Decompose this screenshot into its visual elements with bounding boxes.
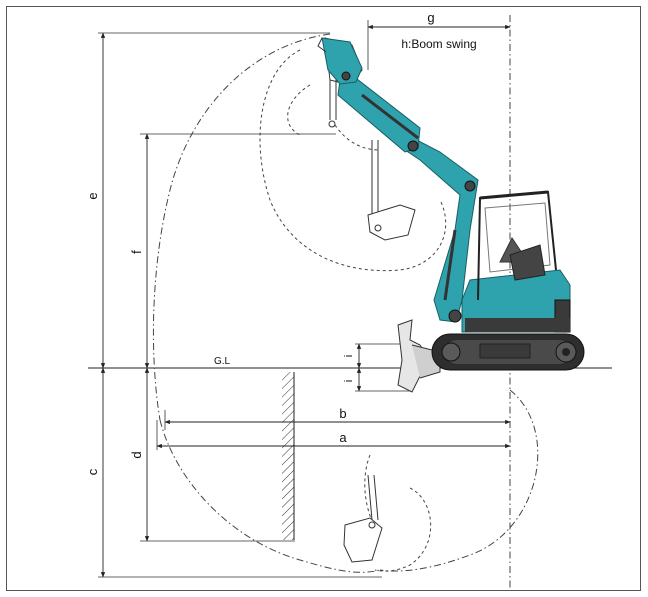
label-e: e bbox=[85, 192, 100, 199]
crawler-track bbox=[431, 333, 585, 371]
dimension-d: d bbox=[129, 367, 150, 542]
trench-wall bbox=[282, 372, 295, 540]
frame-border bbox=[6, 6, 641, 591]
dozer-blade bbox=[397, 319, 441, 393]
ghost-arm-deep bbox=[343, 474, 383, 563]
operator-canopy bbox=[477, 190, 557, 301]
label-d: d bbox=[129, 451, 144, 458]
label-i-lower: i bbox=[343, 380, 355, 382]
label-i-upper: i bbox=[343, 355, 355, 357]
label-g: g bbox=[427, 10, 434, 25]
extension-lines bbox=[98, 20, 412, 578]
dimension-b: b bbox=[164, 406, 511, 425]
dimension-i: i i bbox=[343, 343, 362, 392]
dimension-e: e bbox=[85, 32, 106, 369]
label-ground-level: G.L bbox=[214, 356, 231, 367]
label-f: f bbox=[129, 250, 144, 254]
arm bbox=[337, 71, 421, 153]
machine-body bbox=[461, 269, 571, 333]
bucket bbox=[317, 37, 363, 85]
label-b: b bbox=[339, 406, 346, 421]
dimension-c: c bbox=[85, 367, 106, 578]
dimension-g: g bbox=[367, 10, 511, 30]
label-c: c bbox=[85, 468, 100, 475]
label-a: a bbox=[339, 430, 347, 445]
label-boom-swing: h:Boom swing bbox=[401, 37, 476, 51]
reach-envelope bbox=[152, 33, 539, 573]
dimension-a: a bbox=[156, 430, 511, 449]
dimension-f: f bbox=[129, 133, 150, 369]
